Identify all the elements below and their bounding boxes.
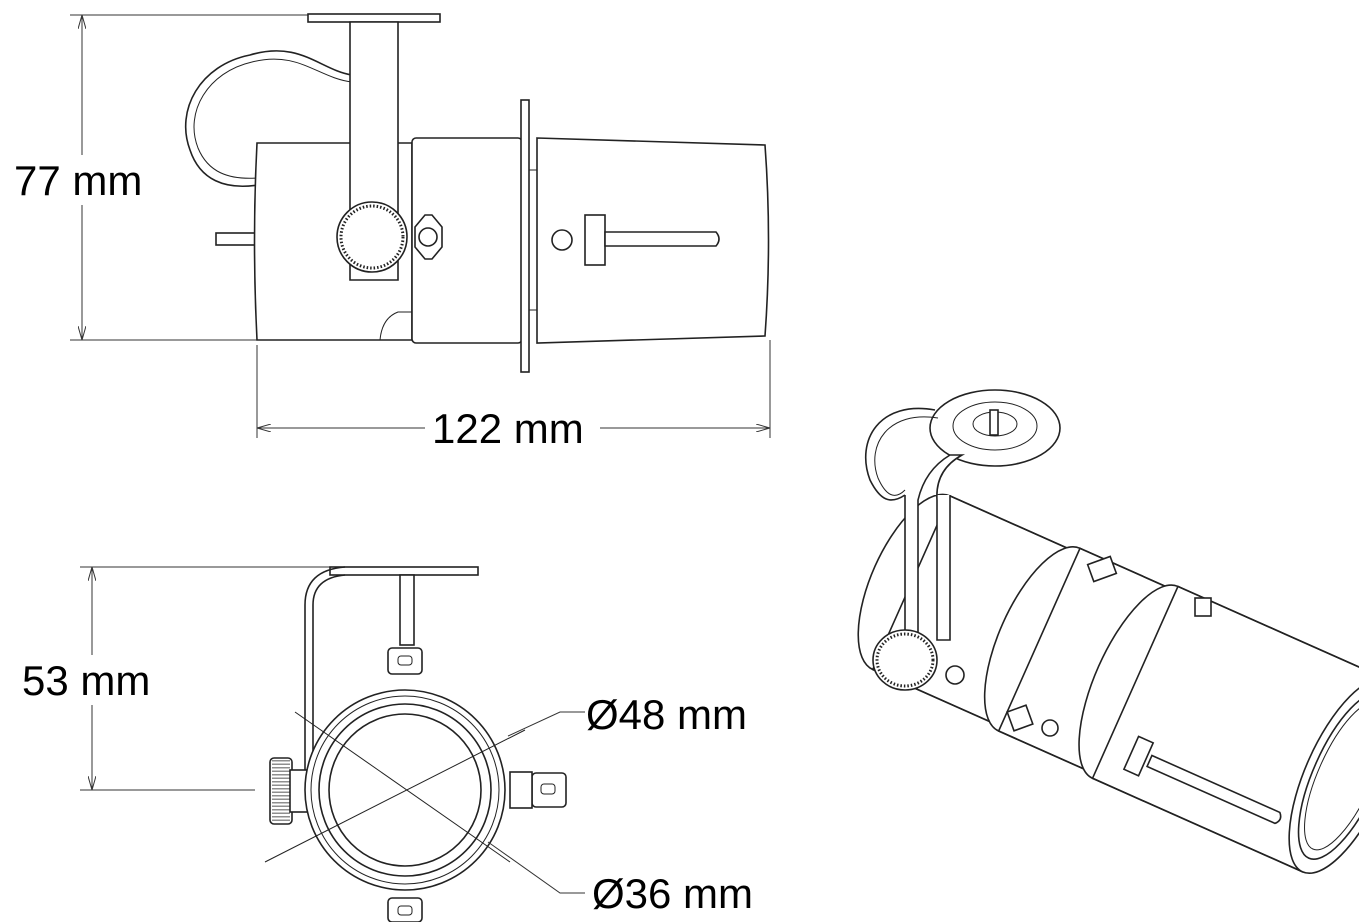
height-front-label: 53 mm bbox=[22, 657, 150, 704]
flange bbox=[520, 99, 530, 373]
side-view: 77 mm 122 mm bbox=[10, 13, 771, 452]
outer-diameter-leader bbox=[507, 711, 585, 737]
lens bbox=[328, 713, 482, 867]
front-view: 53 mm Ø48 mm Ø36 mm bbox=[18, 566, 753, 922]
height-side-label: 77 mm bbox=[14, 157, 142, 204]
mount-plate bbox=[307, 13, 441, 23]
inner-ring bbox=[318, 703, 492, 877]
outer-ring bbox=[304, 689, 506, 891]
length-label: 122 mm bbox=[432, 405, 584, 452]
lens-diameter-label: Ø36 mm bbox=[592, 870, 753, 917]
lens-diameter-leader bbox=[487, 841, 585, 894]
front-mount-plate bbox=[329, 566, 479, 576]
iso-knob bbox=[872, 629, 938, 691]
tilt-knob bbox=[336, 201, 408, 273]
front-bracket bbox=[304, 566, 346, 770]
isometric-view bbox=[857, 389, 1359, 875]
cable bbox=[185, 50, 353, 187]
rear-pin bbox=[215, 232, 259, 246]
outer-diameter-label: Ø48 mm bbox=[586, 691, 747, 738]
zoom-slider bbox=[584, 214, 606, 266]
